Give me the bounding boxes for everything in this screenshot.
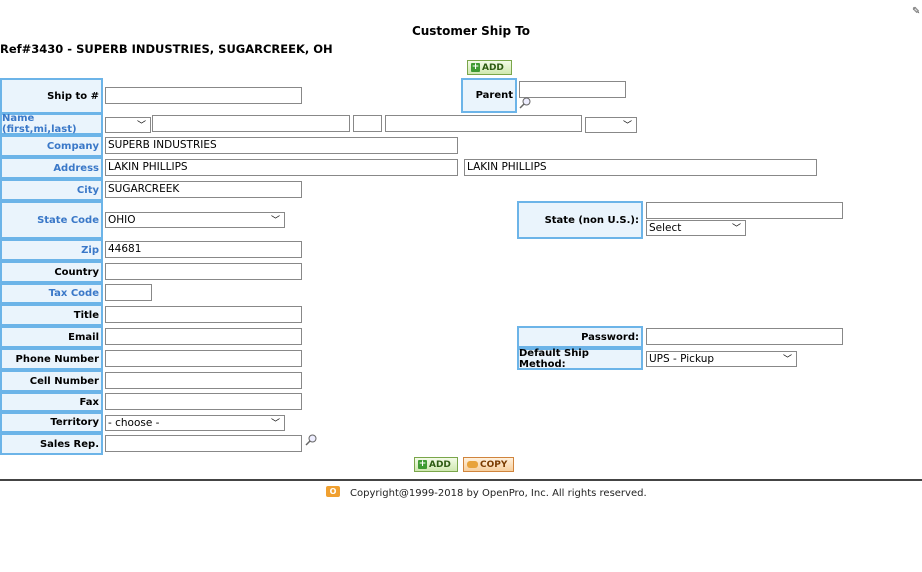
add-button-top[interactable]: + ADD xyxy=(467,60,512,75)
add-icon: + xyxy=(471,62,480,72)
last-name-input[interactable] xyxy=(385,115,582,132)
title-input[interactable] xyxy=(105,306,302,323)
territory-select[interactable]: - choose - ﹀ xyxy=(105,415,285,431)
page-title: Customer Ship To xyxy=(411,24,531,38)
phone-label: Phone Number xyxy=(0,348,103,370)
email-input[interactable] xyxy=(105,328,302,345)
cell-label: Cell Number xyxy=(0,370,103,392)
chevron-down-icon: ﹀ xyxy=(270,216,280,226)
state-non-us-select[interactable]: Select ﹀ xyxy=(646,220,746,236)
middle-initial-input[interactable] xyxy=(353,115,382,132)
password-label: Password: xyxy=(517,326,643,348)
chevron-down-icon: ﹀ xyxy=(622,121,632,131)
ship-to-input[interactable] xyxy=(105,87,302,104)
cell-input[interactable] xyxy=(105,372,302,389)
city-input[interactable]: SUGARCREEK xyxy=(105,181,302,198)
tax-code-label: Tax Code xyxy=(0,283,103,304)
name-prefix-select[interactable]: ﹀ xyxy=(105,117,151,133)
state-code-value: OHIO xyxy=(108,214,136,226)
sales-rep-input[interactable] xyxy=(105,435,302,452)
copy-icon xyxy=(467,461,478,468)
chevron-down-icon: ﹀ xyxy=(731,224,741,234)
openpro-logo-icon: O xyxy=(326,486,340,497)
address-label: Address xyxy=(0,157,103,179)
chevron-down-icon: ﹀ xyxy=(782,355,792,365)
first-name-input[interactable] xyxy=(152,115,350,132)
copy-button-label: COPY xyxy=(480,459,508,470)
copy-button[interactable]: COPY xyxy=(463,457,514,472)
password-input[interactable] xyxy=(646,328,843,345)
address-line2-input[interactable]: LAKIN PHILLIPS xyxy=(464,159,817,176)
tax-code-input[interactable] xyxy=(105,284,152,301)
footer-divider xyxy=(0,479,922,481)
customer-ref: Ref#3430 - SUPERB INDUSTRIES, SUGARCREEK… xyxy=(0,42,333,56)
add-button-bottom[interactable]: + ADD xyxy=(414,457,458,472)
zip-label: Zip xyxy=(0,239,103,261)
state-non-us-label: State (non U.S.): xyxy=(517,201,643,239)
territory-label: Territory xyxy=(0,412,103,433)
add-button-label: ADD xyxy=(429,459,451,470)
default-ship-method-label: Default Ship Method: xyxy=(517,348,643,370)
email-label: Email xyxy=(0,326,103,348)
copyright-text: Copyright@1999-2018 by OpenPro, Inc. All… xyxy=(350,488,647,499)
add-button-label: ADD xyxy=(482,62,504,73)
parent-input[interactable] xyxy=(519,81,626,98)
phone-input[interactable] xyxy=(105,350,302,367)
state-non-us-input[interactable] xyxy=(646,202,843,219)
search-icon[interactable] xyxy=(305,434,317,446)
state-code-label: State Code xyxy=(0,201,103,239)
search-icon[interactable] xyxy=(519,97,531,109)
zip-input[interactable]: 44681 xyxy=(105,241,302,258)
fax-input[interactable] xyxy=(105,393,302,410)
fax-label: Fax xyxy=(0,392,103,412)
chevron-down-icon: ﹀ xyxy=(136,121,146,131)
parent-label: Parent xyxy=(461,78,517,113)
ship-to-label: Ship to # xyxy=(0,78,103,114)
company-label: Company xyxy=(0,135,103,157)
default-ship-method-value: UPS - Pickup xyxy=(649,353,715,365)
default-ship-method-select[interactable]: UPS - Pickup ﹀ xyxy=(646,351,797,367)
state-code-select[interactable]: OHIO ﹀ xyxy=(105,212,285,228)
name-label: Name (first,mi,last) xyxy=(0,113,103,135)
title-label: Title xyxy=(0,304,103,326)
country-label: Country xyxy=(0,261,103,283)
address-line1-input[interactable]: LAKIN PHILLIPS xyxy=(105,159,458,176)
territory-value: - choose - xyxy=(108,417,160,429)
city-label: City xyxy=(0,179,103,201)
name-suffix-select[interactable]: ﹀ xyxy=(585,117,637,133)
settings-icon[interactable]: ✎ xyxy=(912,6,921,17)
chevron-down-icon: ﹀ xyxy=(270,419,280,429)
sales-rep-label: Sales Rep. xyxy=(0,433,103,455)
state-non-us-select-value: Select xyxy=(649,222,682,234)
add-icon: + xyxy=(418,459,427,469)
country-input[interactable] xyxy=(105,263,302,280)
company-input[interactable]: SUPERB INDUSTRIES xyxy=(105,137,458,154)
